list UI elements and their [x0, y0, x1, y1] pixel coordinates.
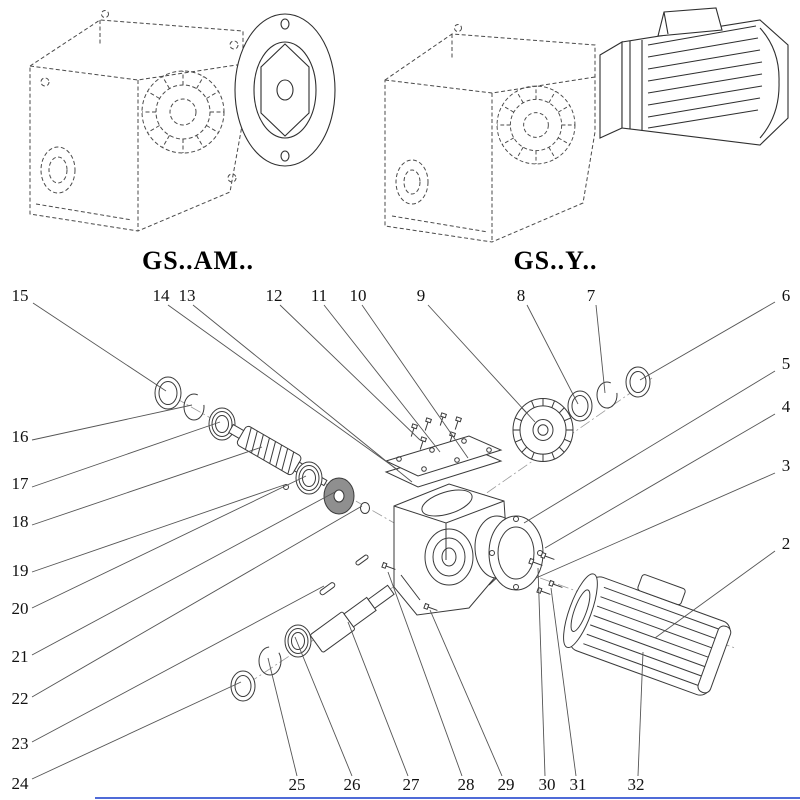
callout-24: 24	[12, 774, 30, 793]
leader-line-21	[31, 491, 336, 656]
leader-line-12	[279, 304, 421, 441]
leader-line-9	[427, 304, 536, 423]
output-shaft	[310, 584, 395, 653]
leader-line-4	[544, 413, 776, 549]
callout-20: 20	[12, 599, 29, 618]
leader-line-26	[294, 636, 353, 777]
callout-12: 12	[266, 286, 283, 305]
leader-line-7	[595, 304, 606, 394]
callout-21: 21	[12, 647, 29, 666]
cover-plate	[384, 435, 503, 477]
callout-3: 3	[782, 456, 791, 475]
leader-line-18	[31, 446, 263, 526]
leader-line-13	[192, 304, 413, 483]
leader-line-17	[31, 421, 221, 488]
leader-line-20	[31, 475, 307, 609]
callout-8: 8	[517, 286, 526, 305]
gear-circlip	[596, 381, 618, 409]
callout-26: 26	[344, 775, 361, 794]
callout-10: 10	[350, 286, 367, 305]
model-label-gsy: GS..Y..	[513, 246, 598, 275]
callout-16: 16	[12, 427, 29, 446]
callout-18: 18	[12, 512, 29, 531]
gsam-mounting-flange	[234, 13, 336, 167]
shaft-key-small	[355, 554, 369, 566]
callout-23: 23	[12, 734, 29, 753]
callout-5: 5	[782, 354, 791, 373]
leader-line-19	[31, 484, 285, 573]
leader-line-23	[31, 585, 325, 743]
output-shaft-chain	[230, 554, 395, 702]
worm-shaft	[228, 423, 328, 487]
motor	[563, 573, 732, 696]
gsy-gearbox-body	[384, 24, 596, 243]
callout-7: 7	[587, 286, 596, 305]
leader-line-15	[32, 302, 167, 392]
leader-line-27	[347, 621, 409, 777]
gsam-assembled-drawing	[29, 10, 336, 232]
callout-15: 15	[12, 286, 29, 305]
leader-line-14	[167, 304, 399, 471]
callout-30: 30	[539, 775, 556, 794]
leader-line-31	[550, 587, 577, 777]
leader-line-22	[31, 505, 363, 698]
callout-11: 11	[311, 286, 327, 305]
input-oil-seal	[154, 376, 182, 410]
leader-line-6	[639, 301, 776, 381]
leader-line-24	[31, 681, 242, 780]
footer-rule	[95, 797, 800, 799]
shim-ring	[360, 502, 370, 514]
gsam-gearbox-body	[29, 10, 244, 232]
callout-28: 28	[458, 775, 475, 794]
leader-line-29	[429, 609, 503, 777]
leader-line-10	[361, 304, 469, 459]
leader-line-32	[637, 651, 644, 777]
callout-31: 31	[570, 775, 587, 794]
shaft-key	[319, 582, 336, 596]
leader-line-8	[526, 304, 579, 405]
callout-9: 9	[417, 286, 426, 305]
callout-32: 32	[628, 775, 645, 794]
callout-17: 17	[12, 474, 30, 493]
leader-line-28	[387, 571, 463, 777]
model-label-gsam: GS..AM..	[142, 246, 254, 275]
callout-29: 29	[498, 775, 515, 794]
callout-25: 25	[289, 775, 306, 794]
leader-line-3	[535, 472, 776, 579]
callout-19: 19	[12, 561, 29, 580]
leader-line-25	[267, 657, 298, 777]
gsy-motor	[599, 7, 789, 146]
output-circlip	[258, 646, 282, 676]
output-flange	[474, 515, 544, 591]
exploded-view	[154, 366, 732, 702]
leader-line-5	[523, 370, 776, 524]
worm-spacer-disc	[323, 477, 355, 515]
input-shaft-chain	[154, 376, 370, 515]
callout-6: 6	[782, 286, 791, 305]
leader-line-11	[323, 304, 441, 453]
leader-line-30	[537, 567, 546, 777]
callout-4: 4	[782, 397, 791, 416]
leader-line-16	[31, 404, 193, 441]
callout-13: 13	[179, 286, 196, 305]
callout-14: 14	[153, 286, 171, 305]
callout-2: 2	[782, 534, 791, 553]
gsy-assembled-drawing	[384, 7, 789, 243]
callout-27: 27	[403, 775, 421, 794]
callout-22: 22	[12, 689, 29, 708]
gear-housing	[393, 483, 509, 616]
leader-line-2	[654, 550, 776, 639]
